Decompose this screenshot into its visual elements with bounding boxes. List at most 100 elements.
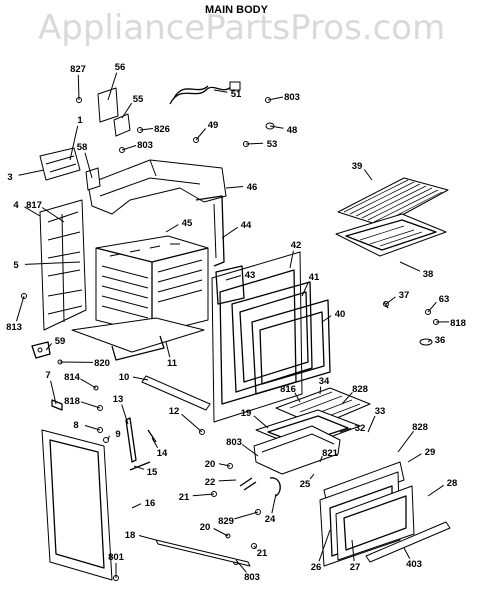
callout-803b: 803 (121, 140, 153, 151)
callout-21b: 21 (253, 545, 268, 559)
leader-line (225, 275, 242, 281)
leader-line (294, 392, 301, 403)
callout-25: 25 (300, 473, 315, 490)
cabinet-top-panel (87, 159, 227, 215)
callout-15: 15 (133, 465, 158, 478)
leader-line (24, 206, 41, 217)
part-number-label: 15 (147, 467, 158, 478)
callout-58: 58 (77, 142, 93, 179)
small-hardware (383, 301, 439, 346)
part-number-label: 38 (423, 269, 434, 280)
part-number-label: 44 (241, 220, 252, 231)
callout-403: 403 (403, 547, 422, 570)
part-number-label: 9 (115, 429, 120, 440)
part-number-label: 801 (108, 552, 125, 563)
leader-line (403, 547, 411, 559)
callout-40: 40 (321, 309, 346, 323)
part-number-label: 29 (425, 447, 436, 458)
part-number-label: 11 (167, 358, 178, 369)
rail-10 (141, 375, 211, 411)
leader-line (245, 142, 264, 145)
part-number-label: 403 (406, 559, 422, 570)
callout-813: 813 (6, 295, 25, 333)
leader-line (133, 465, 145, 470)
part-number-label: 53 (267, 139, 278, 150)
callout-5: 5 (13, 260, 81, 271)
callout-44: 44 (221, 220, 252, 239)
leader-line (253, 415, 269, 429)
callout-801: 801 (108, 552, 125, 578)
part-number-label: 7 (45, 370, 50, 381)
part-number-label: 27 (350, 562, 361, 573)
part-number-label: 818 (64, 396, 80, 407)
leader-line (16, 295, 25, 322)
leader-line (24, 261, 81, 265)
callout-3: 3 (7, 169, 45, 183)
part-number-label: 829 (218, 516, 234, 527)
leader-line (138, 535, 157, 541)
callout-22: 22 (205, 477, 237, 488)
part-number-label: 56 (115, 62, 126, 73)
callout-829: 829 (218, 511, 259, 527)
part-number-label: 37 (399, 290, 410, 301)
part-number-label: 19 (241, 408, 252, 419)
part-number-label: 40 (335, 309, 346, 320)
callout-818b: 818 (64, 396, 101, 409)
part-number-label: 45 (182, 218, 193, 229)
part-number-label: 32 (355, 423, 366, 434)
callout-56: 56 (107, 62, 126, 101)
part-number-label: 55 (133, 94, 144, 105)
part-number-label: 816 (280, 384, 296, 395)
part-number-label: 33 (375, 406, 386, 417)
callout-10: 10 (119, 372, 149, 383)
part-number-label: 818 (450, 318, 466, 329)
part-number-label: 817 (26, 200, 42, 211)
side-panel-43 (215, 265, 245, 305)
callout-8: 8 (73, 420, 101, 431)
leader-line (18, 169, 45, 176)
callout-20b: 20 (200, 522, 229, 537)
callout-42: 42 (289, 240, 302, 269)
callout-9: 9 (107, 429, 121, 441)
part-number-label: 1 (77, 115, 83, 126)
part-number-label: 42 (291, 240, 302, 251)
part-number-label: 18 (125, 530, 136, 541)
leader-line (107, 435, 110, 441)
part-number-label: 36 (435, 335, 446, 346)
part-number-label: 3 (7, 172, 12, 183)
leader-line (107, 72, 118, 101)
leader-line (131, 503, 142, 509)
part-number-label: 25 (300, 479, 311, 490)
callout-26: 26 (311, 529, 331, 573)
part-number-label: 12 (169, 406, 180, 417)
leader-line (301, 281, 310, 297)
part-number-label: 5 (13, 260, 19, 271)
part-number-label: 20 (205, 459, 216, 470)
callout-63: 63 (427, 294, 449, 313)
part-number-label: 826 (154, 124, 170, 135)
callout-49: 49 (195, 120, 218, 141)
leader-line (341, 391, 353, 405)
callout-16: 16 (131, 498, 155, 509)
part-number-label: 13 (113, 394, 124, 405)
leader-line (271, 493, 277, 514)
leader-line (234, 511, 259, 520)
front-frame (211, 251, 303, 423)
power-cord (169, 81, 241, 105)
leader-line (218, 463, 231, 467)
leader-line (69, 125, 79, 161)
leader-line (77, 74, 80, 101)
leader-line (84, 152, 93, 179)
leader-line (80, 401, 101, 409)
leader-line (385, 296, 396, 305)
part-number-label: 14 (157, 448, 168, 459)
part-number-label: 43 (245, 270, 256, 281)
part-number-label: 10 (119, 372, 130, 383)
callout-39: 39 (352, 161, 373, 181)
leader-line (427, 339, 432, 343)
leader-line (213, 89, 228, 93)
callout-27: 27 (350, 539, 361, 573)
leader-line (84, 425, 101, 431)
part-number-label: 20 (200, 522, 211, 533)
